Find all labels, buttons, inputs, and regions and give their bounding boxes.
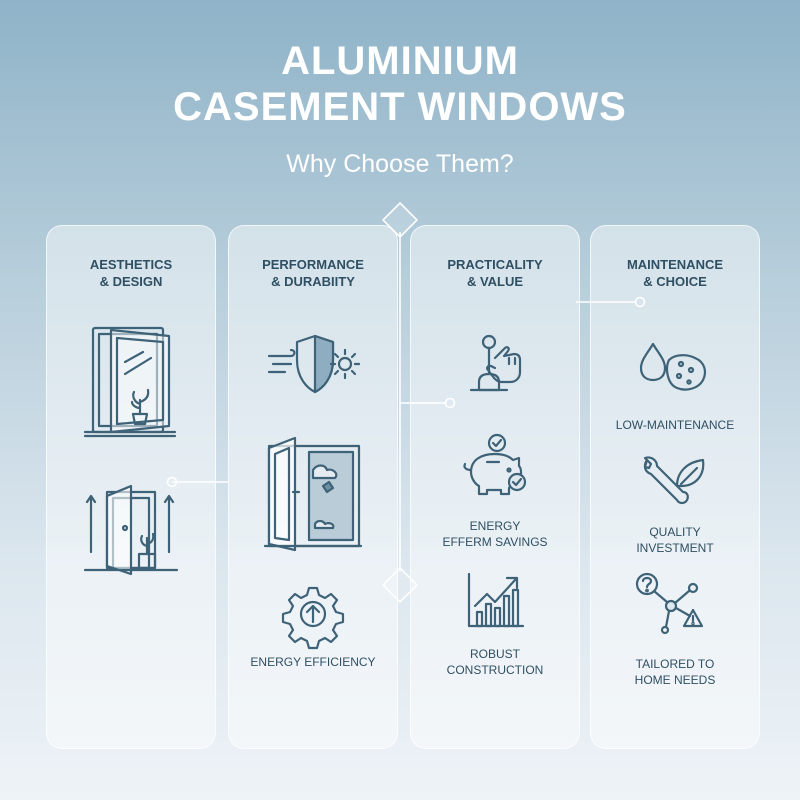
network-question-icon [635,572,711,635]
piggy-bank-icon [461,433,529,498]
item-label: ENERGY EFFICIENCY [250,655,376,669]
column-maintenance-choice: MAINTENANCE & CHOICE LOW-MAINTENANCE QUA… [590,225,760,749]
column-performance-durability: PERFORMANCE & DURABIITY [228,225,398,749]
column-title: MAINTENANCE & CHOICE [626,257,724,289]
column-title: PRACTICALITY & VALUE [447,257,543,289]
window-view-icon [263,436,363,552]
weather-shield-icon [267,334,361,396]
column-aesthetics-design: AESTHETICS & DESIGN [46,225,216,749]
gear-arrow-icon [281,586,345,650]
main-title-line2: CASEMENT WINDOWS [173,85,627,129]
column-title: AESTHETICS & DESIGN [89,257,173,289]
item-label: ROBUST CONSTRUCTION [446,647,544,677]
main-title-line1: ALUMINIUM [281,39,519,83]
open-window-plant-icon [83,322,177,438]
door-arrows-icon [83,482,179,576]
item-label: TAILORED TO HOME NEEDS [634,657,716,687]
column-practicality-value: PRACTICALITY & VALUE ENERGY EFFERM SAVIN… [410,225,580,749]
item-label: LOW-MAINTENANCE [615,418,735,432]
growth-chart-icon [467,572,525,628]
diamond-bottom-icon [381,566,419,604]
sponge-drop-icon [639,342,709,392]
column-title: PERFORMANCE & DURABIITY [262,257,364,289]
item-label: QUALITY INVESTMENT [636,525,714,555]
hand-control-icon [465,332,529,392]
item-label: ENERGY EFFERM SAVINGS [442,519,548,549]
wrench-leaf-icon [641,456,707,510]
subtitle: Why Choose Them? [286,150,514,178]
